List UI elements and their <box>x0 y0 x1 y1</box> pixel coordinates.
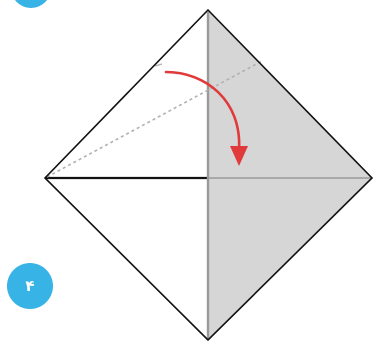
step-number-text: ۴ <box>25 277 34 295</box>
previous-step-badge <box>15 0 47 8</box>
paper-outline <box>43 8 374 342</box>
paper-right-half-shaded <box>208 10 372 340</box>
curved-fold-arrow-icon <box>164 70 241 152</box>
arrow-head-icon <box>230 146 248 166</box>
flap-edge-mark <box>154 63 163 67</box>
paper-left-half <box>45 10 208 340</box>
step-number-badge <box>7 263 53 309</box>
dotted-fold-guide <box>46 60 263 178</box>
